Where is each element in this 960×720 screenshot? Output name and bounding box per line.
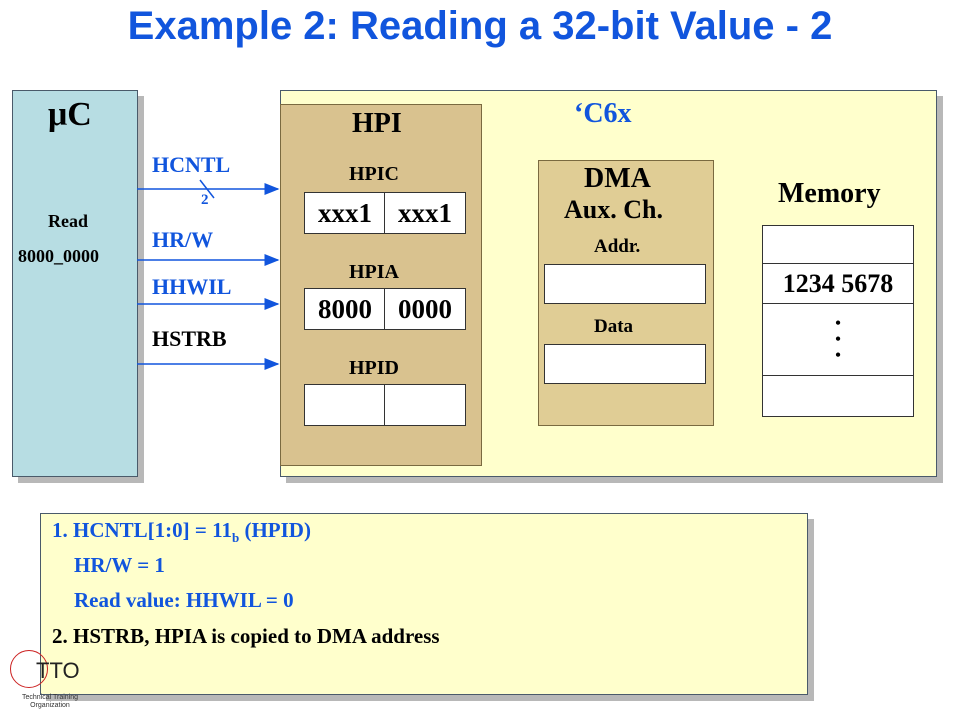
dma-addr-label: Addr. [594,236,641,257]
hpia-label: HPIA [349,261,399,283]
hhwil-label: HHWIL [152,274,232,299]
memory-cell-last [762,375,914,417]
memory-cell-value: 1234 5678 [762,263,914,305]
hpia-high-register: 8000 [304,288,386,330]
hpic-label: HPIC [349,163,399,185]
microcontroller-label: μC [48,96,92,133]
hpic-low-register: xxx1 [384,192,466,234]
memory-label: Memory [778,178,881,209]
read-label: Read [48,211,88,231]
tto-logo-text: TTO [36,658,80,683]
hstrb-label: HSTRB [152,326,227,351]
dma-data-label: Data [594,316,634,337]
hpid-label: HPID [349,357,399,379]
microcontroller-box [12,90,138,477]
page-title: Example 2: Reading a 32-bit Value - 2 [127,4,833,48]
hrw-label: HR/W [152,227,214,252]
dma-label: DMA [584,163,651,194]
hpia-low-register: 0000 [384,288,466,330]
dma-data-register [544,344,706,384]
step-1-hrw: HR/W = 1 [74,553,165,577]
hpid-low-register [384,384,466,426]
read-address: 8000_0000 [18,246,99,266]
dma-addr-register [544,264,706,304]
memory-cell-0 [762,225,914,265]
step-2: 2. HSTRB, HPIA is copied to DMA address [52,624,440,648]
hpic-high-register: xxx1 [304,192,386,234]
hpid-high-register [304,384,386,426]
memory-ellipsis: • • • [762,303,914,377]
dma-aux-channel-label: Aux. Ch. [564,195,663,224]
tto-logo-subtitle: Technical Training Organization [21,694,79,709]
hcntl-width: 2 [201,192,209,208]
hcntl-bus-slash [199,179,215,199]
hcntl-label: HCNTL [152,152,231,177]
steps-box [40,513,808,695]
step-1-hhwil: Read value: HHWIL = 0 [74,588,294,612]
hpi-label: HPI [352,108,402,139]
tto-logo-circle [10,650,48,688]
step-1: 1. HCNTL[1:0] = 11b (HPID) [52,518,311,546]
c6x-label: ‘C6x [574,98,632,129]
